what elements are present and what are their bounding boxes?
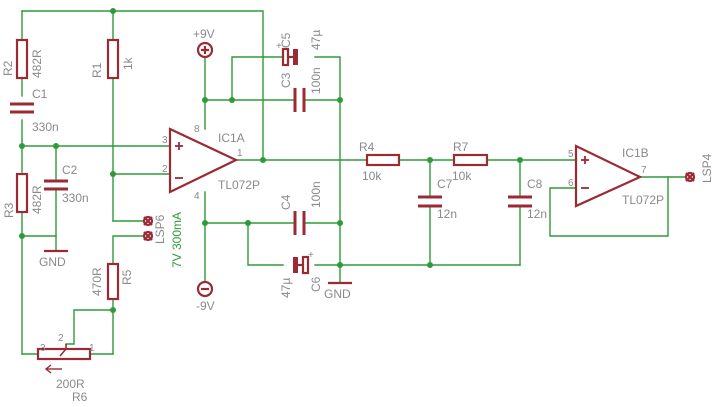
c4-name: C4 [279,194,293,210]
r6-value: 200R [56,377,85,391]
c5-capacitor: + C5 47µ [276,30,323,67]
c3-value: 100n [309,67,323,94]
lsp6-connector: LSP6 7V 300mA [142,212,184,268]
lsp4-name: LSP4 [700,153,714,183]
ic1a-opamp: 3 2 1 8 4 IC1A TL072P [162,124,260,202]
r2-resistor: R2 482R [1,38,44,80]
r5-value: 470R [90,267,104,296]
c4-value: 100n [309,181,323,208]
gnd-mid-label: GND [324,287,351,301]
r6-name: R6 [72,390,88,404]
lsp6-name: LSP6 [153,214,167,244]
c8-capacitor: C8 12n [508,177,547,221]
ic1a-pin-vp: 8 [194,124,200,135]
r4-resistor: R4 10k [359,140,401,183]
c3-capacitor: C3 100n [279,67,323,112]
ic1b-pin-plus: 5 [568,149,574,160]
r1-resistor: R1 1k [90,38,135,80]
c2-capacitor: C2 330n [44,163,89,205]
ic1b-part: TL072P [622,193,664,207]
c5-name: C5 [279,32,293,48]
c6-name: C6 [309,276,323,292]
r1-value: 1k [121,56,135,70]
c1-capacitor: C1 330n [10,87,59,134]
lsp6-pad-1-icon [142,215,154,227]
wires [21,10,686,355]
c5-polarity-icon: + [276,41,282,52]
lsp4-pad-icon [684,171,696,183]
r4-value: 10k [362,169,382,183]
r4-name: R4 [359,140,375,154]
c6-value: 47µ [279,278,293,298]
lsp6-pad-2-icon [142,230,154,242]
r5-name: R5 [120,269,134,285]
c3-name: C3 [279,72,293,88]
ic1a-part: TL072P [218,178,260,192]
c1-value: 330n [32,120,59,134]
r1-name: R1 [90,62,104,78]
c5-value: 47µ [309,30,323,50]
gnd-left-label: GND [39,255,66,269]
vpos-supply-icon: +9V [193,27,215,59]
r7-resistor: R7 10k [452,140,489,183]
r7-value: 10k [452,169,472,183]
junctions [19,8,523,313]
vneg-label: -9V [196,299,215,313]
c2-name: C2 [62,163,78,177]
r3-resistor: R3 482R [2,172,44,218]
r6-potentiometer: 3 2 1 200R R6 [36,333,95,404]
ic1a-pin-vn: 4 [194,191,200,202]
ic1a-pin-plus: 3 [162,135,168,146]
ic1a-name: IC1A [218,131,245,145]
r6-pin1: 1 [89,343,95,354]
r3-name: R3 [2,202,16,218]
lsp6-note: 7V 300mA [170,212,184,268]
c7-value: 12n [437,207,457,221]
r6-pin3: 3 [40,343,46,354]
c7-name: C7 [437,177,453,191]
r3-value: 482R [30,185,44,214]
c2-value: 330n [62,191,89,205]
gnd-symbol-mid: GND [324,281,352,301]
c8-value: 12n [527,207,547,221]
r2-value: 482R [30,49,44,78]
ic1b-pin-out: 7 [641,165,647,176]
ic1b-opamp: 5 6 7 IC1B TL072P [568,144,664,208]
c4-capacitor: C4 100n [279,181,323,235]
vpos-label: +9V [193,27,215,41]
ic1b-name: IC1B [622,146,649,160]
r7-name: R7 [453,140,469,154]
r5-resistor: 470R R5 [90,262,134,301]
vneg-supply-icon: -9V [196,280,215,313]
gnd-symbol-left: GND [39,249,68,269]
ic1a-pin-out: 1 [237,148,243,159]
r2-name: R2 [1,60,15,76]
ic1a-pin-minus: 2 [162,164,168,175]
c6-capacitor: + 47µ C6 [279,250,323,298]
c8-name: C8 [527,177,543,191]
c6-polarity-icon: + [308,250,314,261]
c1-name: C1 [32,87,48,101]
c7-capacitor: C7 12n [418,177,457,221]
r6-pin2: 2 [58,333,64,344]
ic1b-pin-minus: 6 [568,178,574,189]
lsp4-connector: LSP4 [684,153,714,183]
